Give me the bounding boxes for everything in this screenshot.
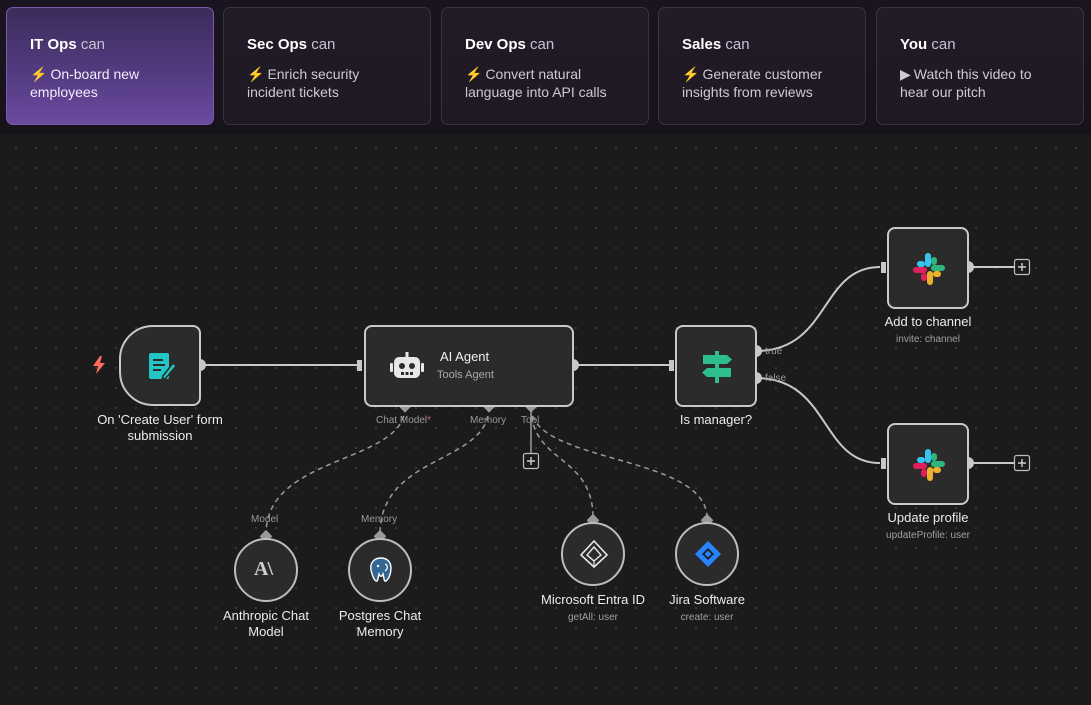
condition-node[interactable] — [675, 325, 757, 407]
tab-description: ⚡On-board new employees — [30, 65, 191, 101]
postgres-node[interactable] — [348, 538, 412, 602]
tab-can: can — [80, 36, 106, 53]
tab-it-ops[interactable]: IT Ops can ⚡On-board new employees — [6, 7, 214, 125]
tab-description: ▶Watch this video to hear our pitch — [900, 65, 1061, 101]
ai-agent-node[interactable]: AI Agent Tools Agent — [364, 325, 574, 407]
form-icon — [149, 353, 177, 381]
port-agent-in[interactable] — [357, 360, 362, 371]
use-case-tabs: IT Ops can ⚡On-board new employees Sec O… — [0, 0, 1091, 134]
required-marker: * — [427, 415, 432, 426]
tab-sec-ops[interactable]: Sec Ops can ⚡Enrich security incident ti… — [223, 7, 431, 125]
postgres-port-label: Memory — [361, 514, 398, 525]
tab-team: Sec Ops — [247, 36, 308, 53]
tab-can: can — [931, 36, 956, 53]
tab-heading: Sales can — [682, 36, 843, 54]
connection-agent-jira — [530, 406, 708, 519]
entra-sub: getAll: user — [567, 612, 619, 623]
tab-team: Dev Ops — [465, 36, 526, 53]
tab-team: IT Ops — [30, 36, 77, 53]
entra-node[interactable] — [561, 522, 625, 586]
trigger-label: On 'Create User' form submission — [97, 412, 223, 443]
tab-description-text: Convert natural language into API calls — [465, 66, 607, 100]
jira-node[interactable] — [675, 522, 739, 586]
robot-icon — [390, 352, 424, 378]
workflow-canvas[interactable]: Chat Model* Memory Tool Model Memory tru… — [0, 134, 1091, 705]
postgres-label-line1: Postgres Chat — [338, 608, 422, 623]
tab-can: can — [311, 36, 336, 53]
slack-add-node[interactable] — [887, 227, 969, 309]
jira-icon — [695, 541, 721, 567]
port-slack-add-in[interactable] — [881, 262, 886, 273]
tool-port-label: Tool — [521, 415, 540, 426]
connection-true-slack-add — [755, 266, 881, 352]
tab-sales[interactable]: Sales can ⚡Generate customer insights fr… — [658, 7, 866, 125]
lightning-icon — [93, 356, 105, 374]
agent-title: AI Agent — [440, 349, 490, 364]
slack-icon — [913, 449, 945, 481]
postgres-label-line2: Memory — [356, 624, 404, 639]
anthropic-node[interactable]: A\ — [234, 538, 298, 602]
slack-update-node[interactable] — [887, 423, 969, 505]
tab-heading: You can — [900, 36, 1061, 54]
anthropic-logo-icon: A\ — [254, 558, 273, 580]
jira-label: Jira Software — [669, 592, 745, 607]
tab-description-text: On-board new employees — [30, 66, 140, 100]
tab-description-text: Generate customer insights from reviews — [682, 66, 823, 100]
tab-heading: Dev Ops can — [465, 36, 626, 54]
slack-add-sub: invite: channel — [896, 334, 960, 345]
port-slack-update-in[interactable] — [881, 458, 886, 469]
add-tool-button[interactable] — [522, 452, 540, 470]
trigger-node[interactable] — [119, 325, 201, 406]
slack-update-label: Update profile — [887, 510, 969, 525]
lightning-icon: ⚡ — [682, 66, 700, 82]
tab-description: ⚡Convert natural language into API calls — [465, 65, 626, 101]
tab-heading: Sec Ops can — [247, 36, 408, 54]
connection-agent-entra — [530, 406, 594, 519]
add-node-after-slack-update-button[interactable] — [1013, 454, 1031, 472]
entra-label: Microsoft Entra ID — [540, 592, 646, 607]
jira-sub: create: user — [680, 612, 734, 623]
tab-can: can — [725, 36, 750, 53]
tab-description-text: Watch this video to hear our pitch — [900, 66, 1032, 100]
memory-port-label: Memory — [470, 415, 507, 426]
signpost-icon — [702, 351, 732, 383]
elephant-icon — [370, 557, 392, 582]
tab-description: ⚡Generate customer insights from reviews — [682, 65, 843, 101]
lightning-icon: ⚡ — [247, 66, 265, 82]
condition-label: Is manager? — [679, 412, 753, 427]
connection-agent-model — [265, 406, 406, 535]
tab-can: can — [530, 36, 555, 53]
tab-description-text: Enrich security incident tickets — [247, 66, 360, 100]
connection-agent-memory — [379, 406, 490, 535]
anthropic-label-line1: Anthropic Chat — [223, 608, 309, 623]
add-node-after-slack-add-button[interactable] — [1013, 258, 1031, 276]
tab-dev-ops[interactable]: Dev Ops can ⚡Convert natural language in… — [441, 7, 649, 125]
slack-icon — [913, 253, 945, 285]
connection-false-slack-update — [755, 377, 881, 464]
tab-heading: IT Ops can — [30, 36, 191, 54]
anthropic-label-line2: Model — [248, 624, 284, 639]
slack-add-label: Add to channel — [884, 314, 972, 329]
tab-description: ⚡Enrich security incident tickets — [247, 65, 408, 101]
lightning-icon: ⚡ — [30, 66, 48, 82]
tab-team: You — [900, 36, 928, 53]
false-branch-label: false — [765, 373, 787, 384]
entra-icon — [579, 539, 609, 569]
slack-update-sub: updateProfile: user — [886, 530, 970, 541]
anthropic-port-label: Model — [251, 514, 279, 525]
chat-model-port-text: Chat Model — [376, 415, 428, 426]
tab-you[interactable]: You can ▶Watch this video to hear our pi… — [876, 7, 1084, 125]
play-icon: ▶ — [900, 66, 911, 82]
port-condition-in[interactable] — [669, 360, 674, 371]
tab-team: Sales — [682, 36, 722, 53]
chat-model-port-label: Chat Model* — [376, 415, 431, 427]
lightning-icon: ⚡ — [465, 66, 483, 82]
true-branch-label: true — [765, 346, 783, 357]
agent-subtitle: Tools Agent — [437, 369, 494, 381]
